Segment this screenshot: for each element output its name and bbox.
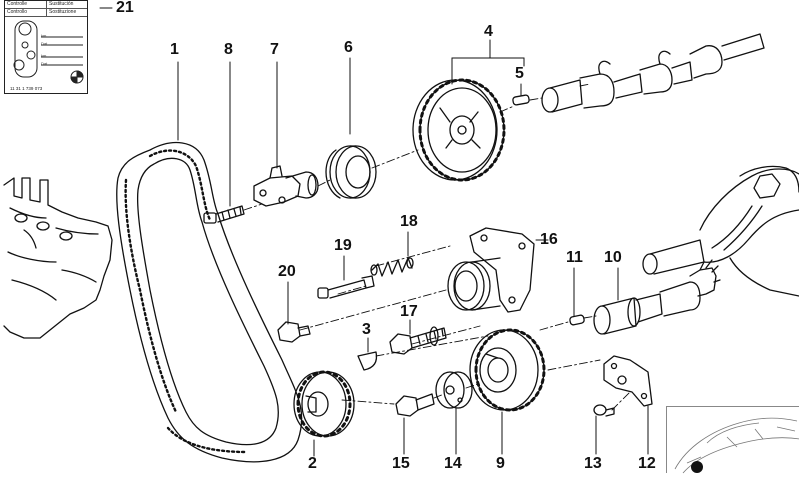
callout-8: 8 (224, 41, 233, 58)
callout-5: 5 (515, 65, 524, 82)
callout-9: 9 (496, 455, 505, 472)
callout-15: 15 (392, 455, 410, 472)
callout-6: 6 (344, 39, 353, 56)
callout-7: 7 (270, 41, 279, 58)
car-silhouette-icon (674, 417, 799, 474)
callout-2: 2 (308, 455, 317, 472)
label-card-sig: km (41, 33, 47, 38)
callout-12: 12 (638, 455, 656, 472)
leader-lines (99, 7, 649, 457)
washer-14 (435, 371, 473, 409)
pin-5 (512, 94, 530, 106)
timing-belt-label-card: Controlle Sustitución Controllo Sostituz… (4, 0, 88, 94)
label-card-cell: Sustitución (46, 1, 87, 8)
bmw-logo-icon (70, 70, 84, 84)
label-card-belt-sketch (13, 20, 84, 84)
callout-19: 19 (334, 237, 352, 254)
bolt-8 (203, 205, 245, 224)
label-card-header: Controlle Sustitución Controllo Sostituz… (5, 1, 87, 17)
intermediate-shaft-10 (593, 259, 721, 335)
callout-18: 18 (400, 213, 418, 230)
tensioner-7 (253, 165, 319, 207)
woodruff-key-3 (357, 351, 378, 371)
label-card-cell: Sostituzione (46, 9, 87, 16)
callout-13: 13 (584, 455, 602, 472)
callout-16: 16 (540, 231, 558, 248)
crankshaft-sprocket-9 (469, 328, 546, 412)
alignment-lines (243, 83, 631, 411)
camshaft (541, 33, 765, 113)
pin-11 (569, 314, 585, 326)
callout-14: 14 (444, 455, 462, 472)
crankshaft (642, 165, 799, 297)
callout-17: 17 (400, 303, 418, 320)
label-card-sig: km (41, 53, 47, 58)
callout-4: 4 (484, 23, 493, 40)
label-card-part-number: 11 31 1 739 073 (10, 86, 43, 91)
callout-3: 3 (362, 321, 371, 338)
bolt-15 (395, 393, 435, 417)
label-card-cell: Controllo (7, 9, 28, 15)
cover-plate-12 (603, 355, 653, 407)
sprocket-2 (293, 370, 355, 438)
callout-1: 1 (170, 41, 179, 58)
camshaft-sprocket-4 (412, 78, 506, 182)
callout-10: 10 (604, 249, 622, 266)
vehicle-thumbnail (666, 406, 799, 474)
bolt-20 (277, 321, 311, 343)
label-card-row: Controllo Sostituzione (5, 9, 87, 17)
callout-21: 21 (116, 0, 134, 16)
bolt-17 (389, 326, 447, 355)
timing-belt (116, 141, 303, 463)
callout-20: 20 (278, 263, 296, 280)
label-card-row: Controlle Sustitución (5, 1, 87, 9)
label-card-sig: Dat. (41, 61, 49, 66)
callout-11: 11 (566, 249, 583, 266)
tensioner-16 (447, 227, 535, 313)
guide-pulley-6 (325, 145, 377, 199)
screw-13 (593, 404, 615, 417)
spring-18 (370, 257, 414, 277)
label-card-sig: Dat. (41, 41, 49, 46)
pin-19 (317, 275, 375, 299)
label-card-cell: Controlle (7, 1, 28, 7)
engine-block-outline (3, 177, 113, 339)
